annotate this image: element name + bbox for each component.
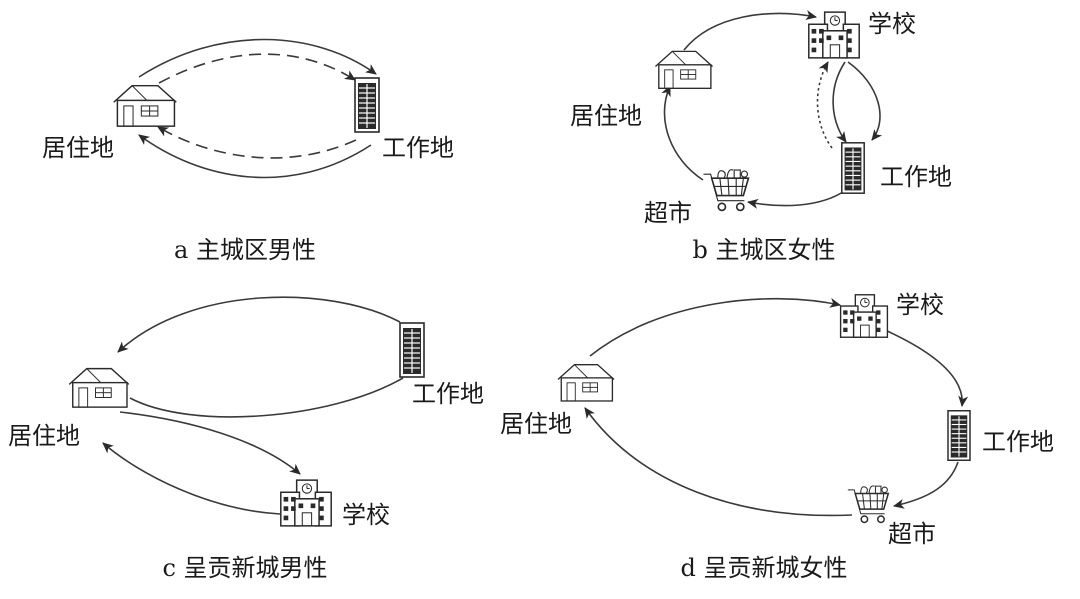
label-school: 学校 (342, 501, 390, 529)
arc-b-school-to-work-inner (832, 61, 847, 143)
shopping-cart-icon (847, 485, 890, 524)
home-icon (68, 367, 130, 408)
panel-d: 居住地 学校 工作地 超市 d 呈贡新城女性 (500, 291, 1054, 582)
caption-d: d 呈贡新城女性 (681, 554, 848, 582)
arc-c-school-to-home (102, 442, 281, 515)
panel-c: 居住地 工作地 学校 c 呈贡新城男性 (8, 296, 484, 582)
arc-b-supermarket-to-home (661, 85, 704, 181)
arc-a-home-to-work-outer (138, 38, 377, 78)
caption-a: a 主城区男性 (174, 236, 316, 264)
caption-b: b 主城区女性 (693, 236, 836, 264)
caption-c: c 呈贡新城男性 (162, 554, 327, 582)
label-residence: 居住地 (8, 422, 80, 450)
arc-c-home-to-work (129, 377, 404, 418)
office-building-icon (354, 77, 380, 133)
label-work: 工作地 (982, 428, 1054, 456)
label-residence: 居住地 (42, 134, 114, 162)
arc-c-work-to-home (117, 296, 401, 353)
arc-b-work-to-supermarket (747, 189, 847, 209)
arc-b-school-to-work (847, 61, 883, 141)
label-work: 工作地 (880, 163, 952, 191)
school-icon (280, 479, 332, 527)
arc-c-home-to-school (119, 411, 301, 475)
office-building-icon (399, 322, 425, 378)
office-building-icon (840, 142, 866, 194)
arc-a-work-to-home-outer (138, 134, 372, 179)
label-school: 学校 (896, 291, 944, 319)
label-work: 工作地 (382, 134, 454, 162)
arc-d-supermarket-to-home (584, 407, 853, 517)
arc-b-home-to-school (683, 10, 817, 51)
arc-a-home-to-work-inner (158, 53, 356, 84)
home-icon (557, 363, 615, 402)
panel-b: 居住地 学校 工作地 超市 b 主城区女性 (570, 10, 952, 264)
label-supermarket: 超市 (644, 199, 692, 227)
arc-d-school-to-work (884, 329, 969, 407)
label-supermarket: 超市 (888, 520, 936, 548)
shopping-cart-icon (702, 168, 750, 212)
arc-d-home-to-school (589, 297, 841, 357)
label-residence: 居住地 (500, 410, 572, 438)
home-icon (112, 84, 178, 127)
label-residence: 居住地 (570, 102, 642, 130)
office-building-icon (947, 409, 971, 462)
arc-b-work-to-school-dotted (816, 61, 833, 149)
label-school: 学校 (868, 10, 916, 38)
arc-d-work-to-supermarket (893, 461, 959, 509)
arc-a-work-to-home-inner (157, 126, 357, 159)
home-icon (654, 50, 714, 89)
label-work: 工作地 (412, 380, 484, 408)
school-icon (808, 11, 860, 59)
panel-a: 居住地 工作地 a 主城区男性 (42, 38, 454, 264)
school-icon (839, 294, 889, 338)
